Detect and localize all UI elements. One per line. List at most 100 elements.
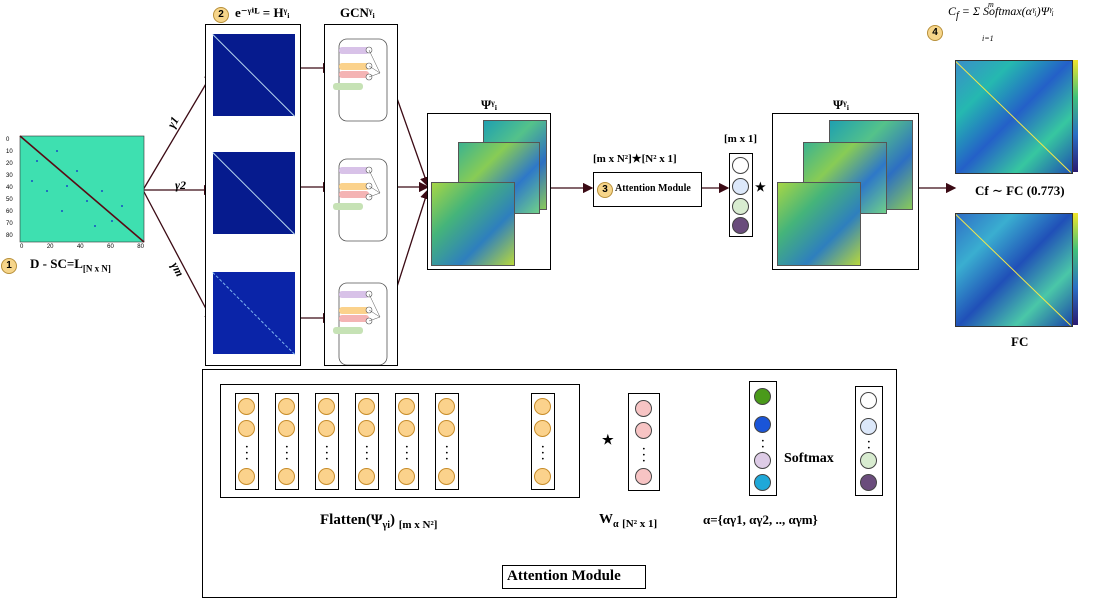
flatten-node [534,468,551,485]
attention-module-title-box: Attention Module [502,565,646,589]
x-tick: 0 [20,244,24,250]
x-tick: 40 [76,244,84,250]
gamma2-label: γ2 [175,178,186,192]
formula-lhs: C [948,4,957,18]
y-tick: 80 [6,233,13,239]
alpha-vector [729,153,753,237]
psi-right-panel [772,113,919,270]
vertical-dots: ··· [405,441,409,465]
attention-star: ★ [602,432,614,447]
vertical-dots: ··· [445,441,449,465]
psi-map-front [431,182,515,266]
y-tick: 0 [6,137,10,143]
alpha-raw-vector: ··· [749,381,777,496]
alpha-node [732,198,749,215]
flatten-node [534,398,551,415]
psi-left-title: Ψᵞᵢ [481,97,498,112]
step-badge-3: 3 [597,182,613,198]
alpha-soft-node [860,418,877,435]
alpha-soft-node [860,474,877,491]
sc-caption-main: D - SC=L [30,256,83,271]
matrix-diagonal [212,152,296,235]
flatten-node [438,420,455,437]
y-tick: 10 [6,149,13,155]
flatten-node [358,420,375,437]
sc-matrix-svg [19,135,145,243]
y-tick: 30 [6,173,13,179]
flatten-node [318,468,335,485]
gcn-block-m [333,282,388,366]
alpha-raw-node [754,416,771,433]
x-tick: 60 [107,244,114,250]
flatten-node [238,420,255,437]
w-node [635,468,652,485]
flatten-node [278,420,295,437]
vertical-dots: ··· [642,443,646,467]
attention-formula: [m x N²]★[N² x 1] [593,153,677,165]
attention-module-box: 3 Attention Module [593,172,702,207]
alpha-node [732,217,749,234]
alpha-raw-node [754,452,771,469]
vertical-dots: ··· [325,441,329,465]
sum-bottom: i=1 [982,34,994,43]
alpha-node [732,178,749,195]
w-alpha-vector: ··· [628,393,660,491]
y-tick: 20 [6,161,13,167]
w-node [635,400,652,417]
heat-kernel-panel [205,24,301,366]
flatten-node [398,468,415,485]
heat-kernel-matrix-1 [212,34,296,117]
w-dim: [N² x 1] [622,517,658,530]
gcn-panel [324,24,398,366]
alpha-raw-node [754,474,771,491]
heat-kernel-matrix-2 [212,152,296,235]
psi-map-front [777,182,861,266]
flatten-node [398,398,415,415]
formula-sub: f [956,10,959,22]
flatten-node [278,468,295,485]
y-tick: 70 [6,221,13,227]
flatten-column: ··· [531,393,555,490]
flatten-node [438,468,455,485]
alpha-soft-node [860,452,877,469]
flatten-close: ) [389,512,395,528]
flatten-node [238,398,255,415]
sc-matrix-plot: 0 10 20 30 40 50 60 70 80 0 20 40 60 80 [6,130,146,258]
alpha-soft-node [860,392,877,409]
x-tick: 20 [46,244,54,250]
sc-x-ticks: 0 20 40 60 80 [20,244,144,250]
gcn-graphics [333,38,388,366]
heat-kernel-matrix-m [212,272,296,355]
matrix-diagonal [212,34,296,117]
w-alpha-label: Wα [N² x 1] [599,512,657,530]
heatmap-diagonal [956,61,1072,173]
sum-top: m [988,0,994,9]
step-badge-2: 2 [213,7,229,23]
fc-heatmap [955,213,1073,327]
flatten-panel: ··· ··· ··· ··· ··· ··· ··· [220,384,580,498]
y-tick: 40 [6,185,13,191]
alpha-vector-title: [m x 1] [724,133,757,145]
flatten-column: ··· [235,393,259,490]
flatten-node [358,468,375,485]
vertical-dots: ··· [541,441,545,465]
heatmap-diagonal [956,214,1072,326]
y-tick: 50 [6,197,13,203]
flatten-column: ··· [435,393,459,490]
cf-colorbar [1073,60,1078,172]
heat-kernel-title: e⁻ᵞⁱᴸ = Hᵞᵢ [235,5,290,20]
sc-y-ticks: 0 10 20 30 40 50 60 70 80 [6,134,13,242]
formula-rhs: = Σ Softmax(αᵞᵢ)Ψᵞᵢ [961,4,1054,18]
flatten-main: Flatten(Ψ [320,512,383,528]
step-badge-1: 1 [1,258,17,274]
flatten-column: ··· [395,393,419,490]
sc-caption: D - SC=L[N x N] [30,256,111,274]
fc-colorbar [1073,213,1078,325]
x-tick: 80 [137,244,144,250]
matrix-diagonal [212,272,296,355]
y-tick: 60 [6,209,13,215]
flatten-dim: [m x N²] [398,519,438,531]
psi-right-title: Ψᵞᵢ [833,97,850,112]
w-sub: α [613,518,619,530]
flatten-node [534,420,551,437]
